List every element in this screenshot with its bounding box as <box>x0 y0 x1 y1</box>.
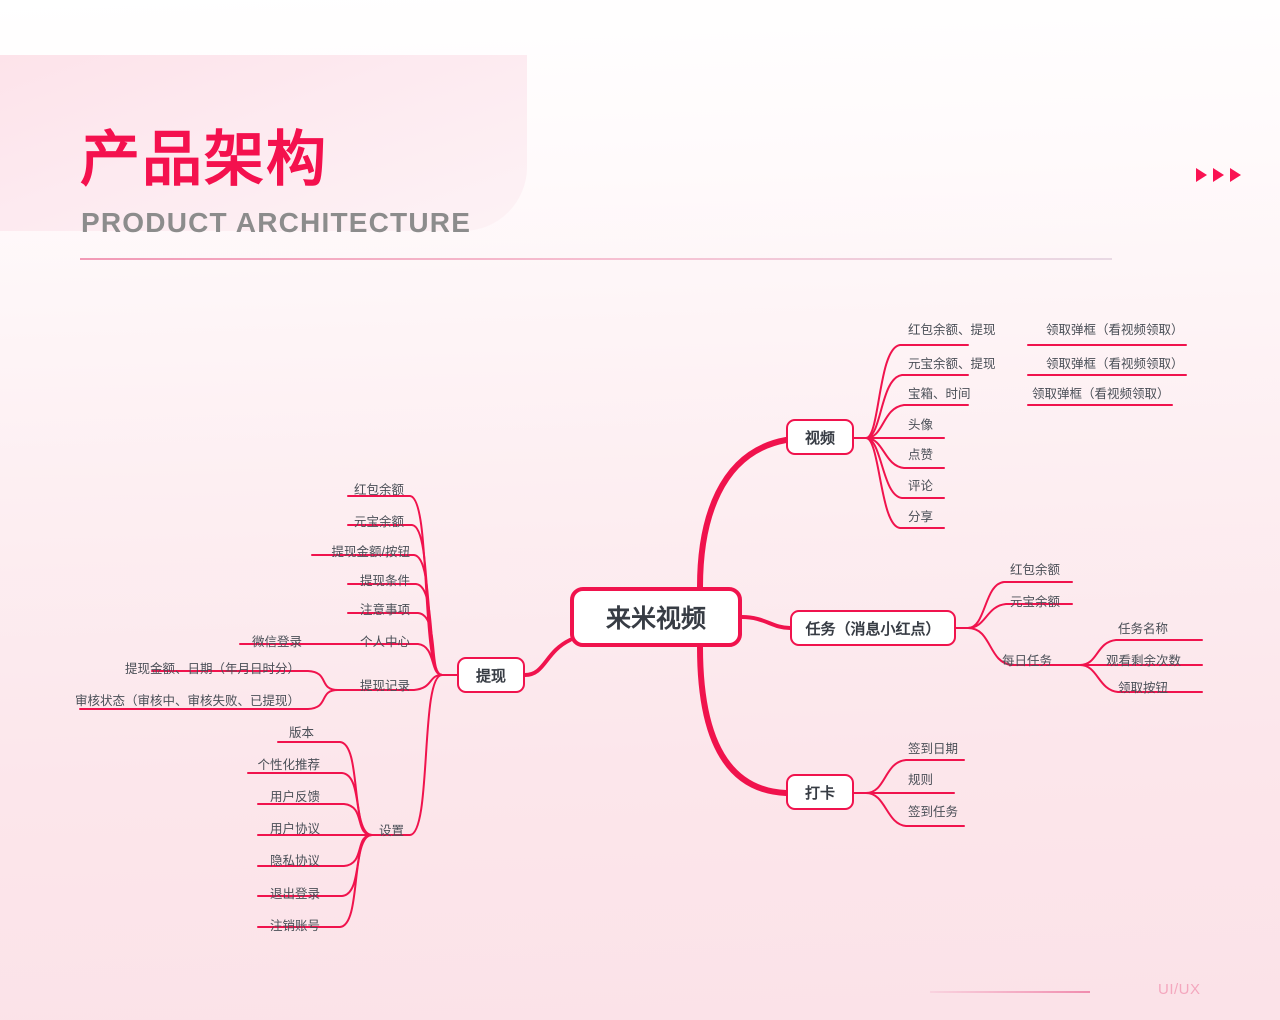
leaf-checkin-0[interactable]: 签到日期 <box>908 742 959 756</box>
edge-root-task <box>740 615 792 630</box>
leaf-withdraw-7[interactable]: 设置 <box>378 824 404 838</box>
leaf-checkin-2[interactable]: 签到任务 <box>908 805 959 819</box>
leaf-settings-4[interactable]: 隐私协议 <box>269 854 320 868</box>
leaf-withdraw-record-0[interactable]: 提现金额、日期（年月日时分） <box>124 662 300 676</box>
leaf-video-0-child[interactable]: 领取弹框（看视频领取） <box>1046 323 1184 337</box>
edges-checkin <box>853 759 965 827</box>
leaf-video-1[interactable]: 元宝余额、提现 <box>908 357 996 371</box>
mindmap-node-task[interactable]: 任务（消息小红点） <box>790 610 956 646</box>
leaf-withdraw-record-1[interactable]: 审核状态（审核中、审核失败、已提现） <box>74 694 300 708</box>
footer-divider <box>930 991 1090 993</box>
leaf-video-2-child[interactable]: 领取弹框（看视频领取） <box>1032 387 1170 401</box>
edges-task <box>955 581 1081 666</box>
triangle-marker-icon-3 <box>1230 168 1241 182</box>
leaf-video-2[interactable]: 宝箱、时间 <box>908 387 971 401</box>
leaf-personal-center-0[interactable]: 微信登录 <box>251 635 302 649</box>
mindmap-node-withdraw[interactable]: 提现 <box>457 657 525 693</box>
leaf-task-daily-0[interactable]: 任务名称 <box>1118 622 1169 636</box>
edge-root-checkin <box>697 644 789 796</box>
triangle-marker-icon <box>1196 168 1241 182</box>
leaf-video-1-child[interactable]: 领取弹框（看视频领取） <box>1046 357 1184 371</box>
leaf-video-0[interactable]: 红包余额、提现 <box>908 323 996 337</box>
leaf-task-daily-1[interactable]: 观看剩余次数 <box>1106 654 1182 668</box>
edges-withdraw <box>311 495 458 836</box>
leaf-video-5[interactable]: 评论 <box>908 479 934 493</box>
mindmap-root-node[interactable]: 来米视频 <box>570 587 742 647</box>
leaf-withdraw-0[interactable]: 红包余额 <box>353 483 404 497</box>
leaf-task-1[interactable]: 元宝余额 <box>1010 595 1061 609</box>
leaf-task-daily-2[interactable]: 领取按钮 <box>1118 681 1169 695</box>
page-title-cn: 产品架构 <box>80 125 328 195</box>
leaf-task-0[interactable]: 红包余额 <box>1010 563 1061 577</box>
leaf-withdraw-3[interactable]: 提现条件 <box>359 574 410 588</box>
leaf-checkin-1[interactable]: 规则 <box>908 773 934 787</box>
leaf-settings-1[interactable]: 个性化推荐 <box>257 758 320 772</box>
edges-settings <box>247 741 373 928</box>
leaf-withdraw-2[interactable]: 提现金额/按钮 <box>331 545 410 559</box>
leaf-video-6[interactable]: 分享 <box>908 510 934 524</box>
leaf-settings-6[interactable]: 注销账号 <box>269 919 320 933</box>
footer-label: UI/UX <box>1158 981 1201 998</box>
header-divider <box>80 258 1112 260</box>
edges-video <box>853 344 969 529</box>
leaf-video-3[interactable]: 头像 <box>908 418 934 432</box>
leaf-withdraw-6[interactable]: 提现记录 <box>359 679 410 693</box>
header-decor-panel <box>0 55 527 231</box>
leaf-settings-2[interactable]: 用户反馈 <box>269 790 320 804</box>
leaf-settings-5[interactable]: 退出登录 <box>269 887 320 901</box>
edge-root-withdraw <box>523 638 572 677</box>
edges-video-level3 <box>1027 344 1187 406</box>
leaf-settings-3[interactable]: 用户协议 <box>269 822 320 836</box>
leaf-video-4[interactable]: 点赞 <box>908 448 934 462</box>
leaf-withdraw-4[interactable]: 注意事项 <box>359 603 410 617</box>
edges-task-level3 <box>1079 639 1203 693</box>
leaf-task-2[interactable]: 每日任务 <box>1002 654 1053 668</box>
triangle-marker-icon-2 <box>1213 168 1224 182</box>
edge-root-video <box>697 437 789 590</box>
leaf-withdraw-1[interactable]: 元宝余额 <box>353 515 404 529</box>
mindmap-node-checkin[interactable]: 打卡 <box>786 774 854 810</box>
mindmap-node-video[interactable]: 视频 <box>786 419 854 455</box>
edges-withdraw-record <box>79 670 339 710</box>
leaf-withdraw-5[interactable]: 个人中心 <box>359 635 410 649</box>
leaf-settings-0[interactable]: 版本 <box>288 726 314 740</box>
page-title-en: PRODUCT ARCHITECTURE <box>81 207 472 238</box>
triangle-marker-icon-1 <box>1196 168 1207 182</box>
